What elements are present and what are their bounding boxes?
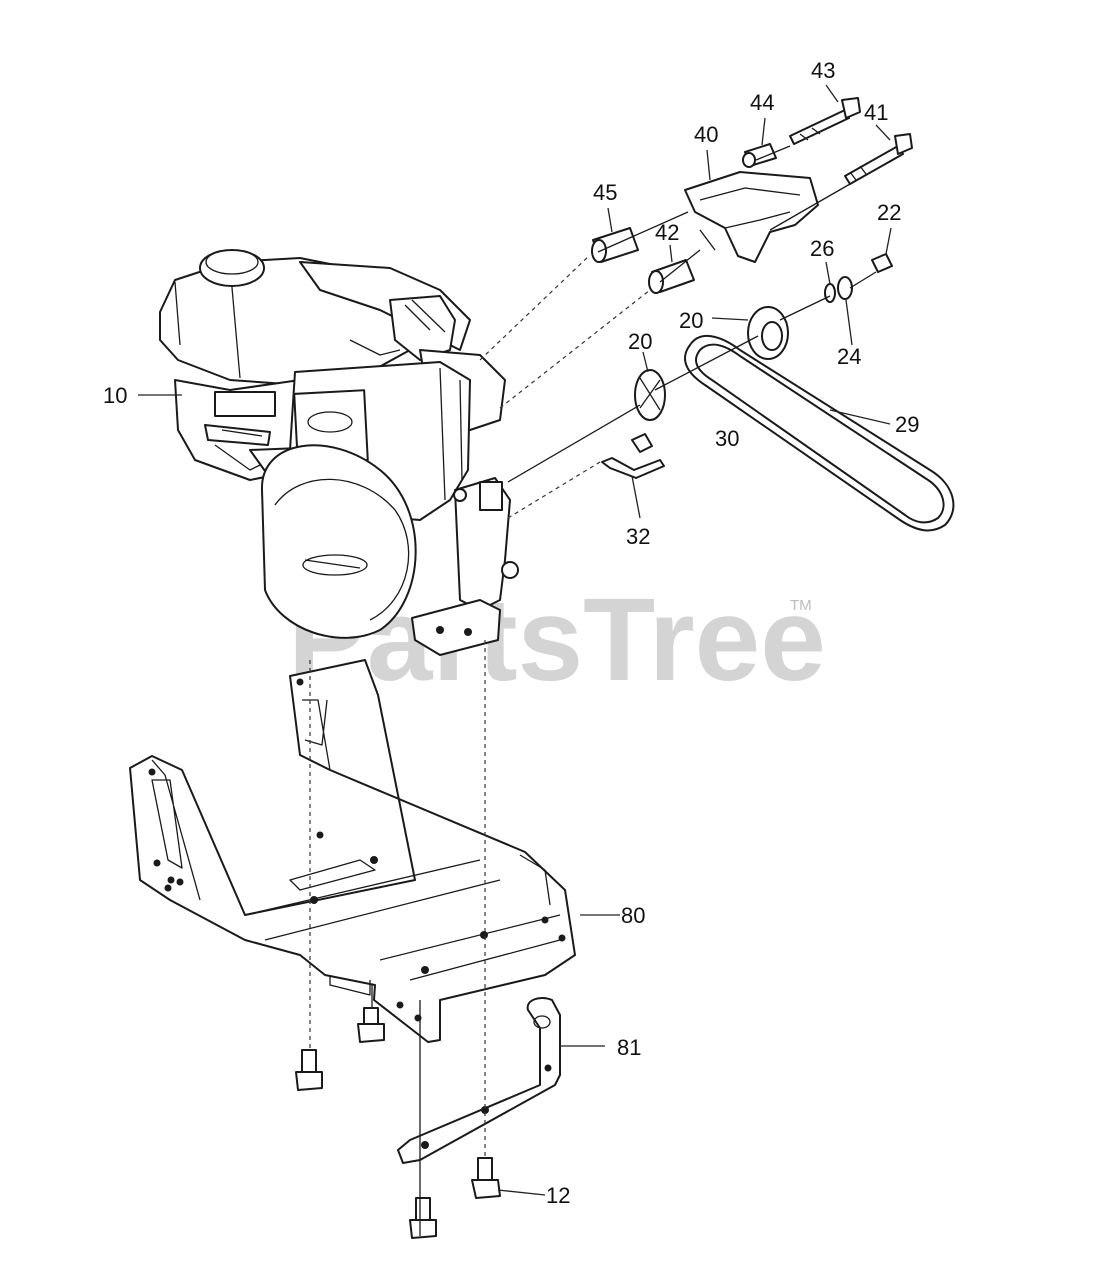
- bolt-part-43[interactable]: [789, 97, 861, 145]
- pulley-part-20-lower[interactable]: [634, 369, 666, 421]
- engine-part-10[interactable]: [159, 249, 519, 656]
- washer-part-26[interactable]: [824, 283, 836, 303]
- spacer-part-42[interactable]: [648, 259, 695, 294]
- bolt-part-22[interactable]: [871, 253, 893, 273]
- callout-81[interactable]: 81: [617, 1035, 641, 1060]
- callout-10[interactable]: 10: [103, 383, 127, 408]
- callout-24[interactable]: 24: [837, 344, 861, 369]
- callout-22[interactable]: 22: [877, 200, 901, 225]
- callout-45[interactable]: 45: [593, 180, 617, 205]
- callout-41[interactable]: 41: [864, 100, 888, 125]
- bolt-part-12-left-c[interactable]: [357, 1007, 385, 1043]
- callout-32[interactable]: 32: [626, 524, 650, 549]
- bolt-part-12-right[interactable]: [471, 1157, 501, 1199]
- callout-44[interactable]: 44: [750, 90, 774, 115]
- washer-part-24[interactable]: [837, 276, 853, 300]
- spacer-part-44[interactable]: [742, 143, 777, 168]
- belt-guard-part-40[interactable]: [684, 171, 819, 263]
- callout-20-upper[interactable]: 20: [679, 308, 703, 333]
- leader-lines: [138, 84, 892, 1196]
- callout-40[interactable]: 40: [694, 122, 718, 147]
- mounting-plate-part-80[interactable]: [129, 659, 576, 1043]
- callout-29[interactable]: 29: [895, 412, 919, 437]
- callout-30[interactable]: 30: [715, 426, 739, 451]
- key-part-32[interactable]: [601, 433, 665, 479]
- callout-43[interactable]: 43: [811, 58, 835, 83]
- belt-part-29[interactable]: [684, 335, 955, 532]
- callout-20-lower[interactable]: 20: [628, 329, 652, 354]
- bolt-part-41[interactable]: [844, 133, 913, 185]
- bracket-part-81[interactable]: [397, 997, 561, 1164]
- watermark-trademark: TM: [790, 597, 812, 614]
- callout-42[interactable]: 42: [655, 220, 679, 245]
- callout-12[interactable]: 12: [546, 1183, 570, 1208]
- bolt-part-12-left-b[interactable]: [295, 1049, 323, 1091]
- assembly-lines: [309, 145, 877, 1236]
- pulley-part-20-upper[interactable]: [747, 306, 789, 360]
- callout-26[interactable]: 26: [810, 236, 834, 261]
- callout-80[interactable]: 80: [621, 903, 645, 928]
- callout-labels: 43 44 41 40 45 42 22 26 20 20 24 10 29 3…: [103, 58, 919, 1208]
- bolt-part-12-left-a[interactable]: [409, 1197, 437, 1239]
